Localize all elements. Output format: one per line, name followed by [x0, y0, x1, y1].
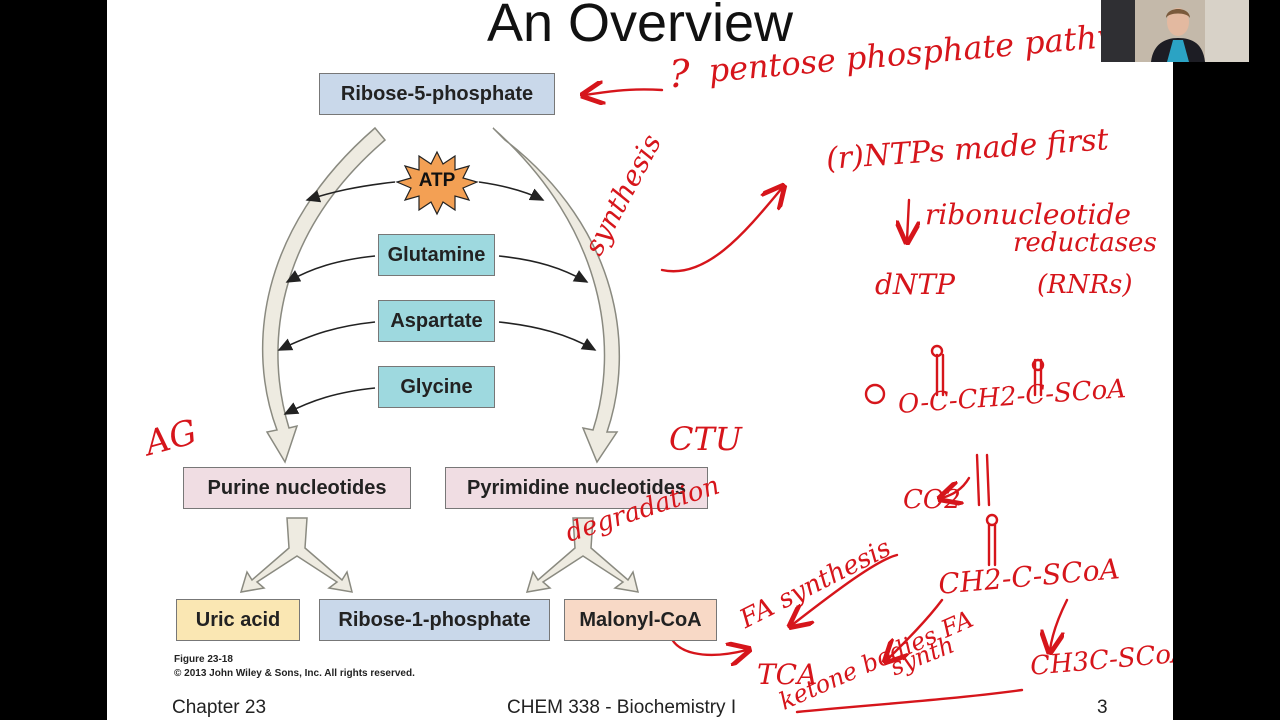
aspartate-left-arrow: [277, 321, 376, 351]
copyright-notice: © 2013 John Wiley & Sons, Inc. All right…: [174, 668, 415, 679]
glutamine-right-arrow: [498, 255, 589, 283]
slide-title: An Overview: [486, 0, 794, 53]
ink-acetyl-arrow: [1050, 598, 1069, 650]
ink-synthesis-arrow: [660, 188, 782, 273]
ribose-1-phosphate-box: Ribose-1-phosphate: [319, 599, 550, 641]
right-curved-arrow: [492, 127, 621, 464]
ink-co2-arrow: [942, 476, 971, 498]
ink-arrow-to-ribose: [585, 89, 664, 95]
ink-ctu: CTU: [669, 420, 742, 458]
glycine-box: Glycine: [378, 366, 495, 408]
pyrimidine-fork-arrow: [525, 517, 640, 593]
atp-left-arrow: [305, 181, 396, 203]
pyrimidine-nucleotides-box: Pyrimidine nucleotides: [445, 467, 708, 509]
ink-circle-o2: [1031, 358, 1045, 372]
ink-ribonucleotide-arrow: [907, 198, 909, 240]
ink-minus-circle: [864, 383, 886, 405]
footer-page-number: 3: [1097, 697, 1108, 718]
aspartate-right-arrow: [498, 321, 597, 351]
figure-caption: Figure 23-18: [174, 654, 233, 665]
left-curved-arrow: [261, 126, 387, 464]
atp-starburst: [395, 150, 479, 216]
ink-ribonucleotide: ribonucleotide: [925, 198, 1131, 231]
ink-dntp: dNTP: [875, 268, 955, 301]
ink-down-arrows: [975, 453, 991, 507]
ink-circle-o: [930, 344, 944, 358]
atp-label: ATP: [418, 170, 456, 191]
footer-chapter: Chapter 23: [172, 697, 267, 718]
ink-fa-curve: [792, 553, 899, 625]
lecture-slide: An Overview: [107, 0, 1173, 720]
presenter-figure: [1101, 0, 1249, 62]
glutamine-left-arrow: [285, 255, 376, 283]
ribose-5-phosphate-box: Ribose-5-phosphate: [319, 73, 555, 115]
ink-ketone-arrow: [887, 598, 944, 660]
footer-course: CHEM 338 - Biochemistry I: [507, 697, 737, 718]
glutamine-box: Glutamine: [378, 234, 495, 276]
purine-nucleotides-box: Purine nucleotides: [183, 467, 411, 509]
presenter-webcam: [1101, 0, 1249, 62]
ink-rnrs: (RNRs): [1037, 270, 1133, 300]
atp-right-arrow: [478, 181, 545, 201]
uric-acid-box: Uric acid: [176, 599, 300, 641]
ink-tca: TCA: [757, 658, 818, 691]
ink-bottom-curve: [795, 688, 1024, 714]
ink-question-mark: ?: [669, 52, 690, 96]
diagram-arrows: [239, 0, 1069, 714]
purine-fork-arrow: [239, 517, 354, 593]
ink-keto-bond: [935, 353, 1043, 567]
glycine-left-arrow: [283, 387, 376, 415]
malonyl-coa-box: Malonyl-CoA: [564, 599, 717, 641]
ink-circle-o3: [985, 513, 999, 527]
ink-reductases: reductases: [1013, 228, 1157, 258]
ink-co2: CO2: [903, 485, 961, 515]
aspartate-box: Aspartate: [378, 300, 495, 342]
